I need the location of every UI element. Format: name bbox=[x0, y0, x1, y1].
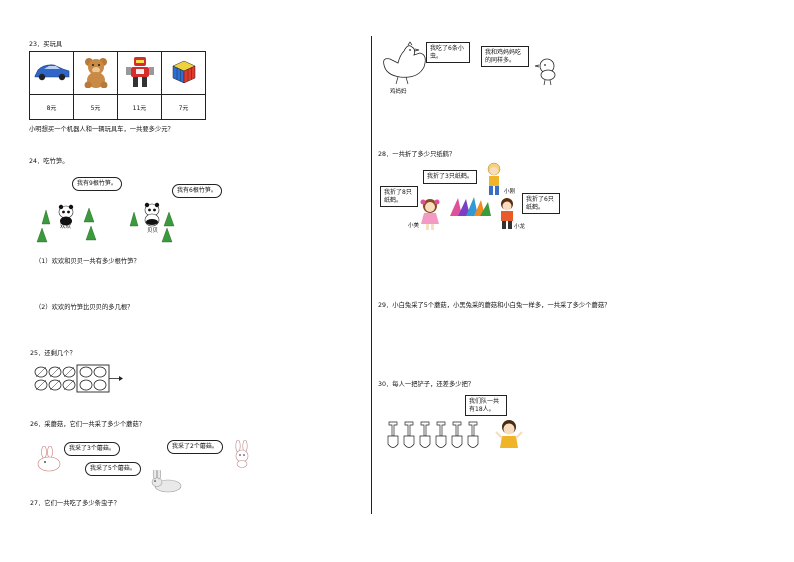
boy-name-right: 小龙 bbox=[514, 224, 526, 230]
q24-bubble-right: 我有6根竹笋。 bbox=[172, 184, 222, 198]
q29-title: 29．小白兔采了5个蘑菇，小黑兔采的蘑菇和小白兔一样多，一共采了多少个蘑菇？ bbox=[378, 302, 611, 309]
shovel-icon bbox=[467, 421, 479, 448]
q28-title: 28．一共折了多少只纸鹤？ bbox=[378, 151, 456, 158]
q26-bubble-2: 我采了2个蘑菇。 bbox=[167, 440, 223, 454]
price-car: 8元 bbox=[29, 94, 74, 120]
robot-icon bbox=[125, 57, 154, 87]
car-icon bbox=[34, 64, 69, 81]
q24-sub1: （1）欢欢和贝贝一共有多少根竹笋？ bbox=[35, 258, 140, 265]
paper-cranes-icon bbox=[450, 197, 491, 216]
panda-name-right: 贝贝 bbox=[147, 228, 159, 234]
panda-bamboo-illustration bbox=[36, 202, 175, 243]
q26-bubble-1: 我采了3个蘑菇。 bbox=[64, 442, 120, 456]
q30-title: 30．每人一把铲子，还差多少把？ bbox=[378, 381, 475, 388]
boy-icon bbox=[495, 420, 523, 448]
boy-icon bbox=[487, 162, 501, 195]
q24-title: 24．吃竹笋。 bbox=[29, 158, 69, 165]
shovel-icon bbox=[435, 421, 447, 448]
q28-bubble-left: 我折了8只纸鹤。 bbox=[380, 186, 418, 207]
toy-cell-robot bbox=[117, 51, 162, 95]
q26-bubble-3: 我采了5个蘑菇。 bbox=[85, 462, 141, 476]
shovel-icon bbox=[387, 421, 399, 448]
price-robot: 11元 bbox=[117, 94, 162, 120]
toy-cell-cube bbox=[161, 51, 206, 95]
q27-bubble-chick: 我和鸡妈妈吃的同样多。 bbox=[481, 46, 529, 67]
price-cube: 7元 bbox=[161, 94, 206, 120]
q24-bubble-left: 我有9根竹笋。 bbox=[72, 177, 122, 191]
q27-title: 27．它们一共吃了多少条虫子？ bbox=[30, 500, 120, 507]
toy-cell-car bbox=[29, 51, 74, 95]
rabbit-icon bbox=[37, 446, 61, 472]
teddy-bear-icon bbox=[84, 58, 107, 89]
hen-icon bbox=[383, 41, 426, 85]
boy-icon bbox=[501, 198, 513, 229]
q26-title: 26．采蘑菇，它们一共采了多少个蘑菇？ bbox=[30, 421, 146, 428]
girl-name: 小美 bbox=[408, 223, 420, 229]
price-bear: 5元 bbox=[73, 94, 118, 120]
q30-bubble: 我们队一共有18人。 bbox=[465, 395, 507, 416]
shovel-icon bbox=[419, 421, 431, 448]
hen-label: 鸡妈妈 bbox=[390, 89, 407, 95]
q27-bubble-hen: 我吃了6条小虫。 bbox=[426, 42, 470, 63]
shovel-icon bbox=[403, 421, 415, 448]
girl-icon bbox=[420, 199, 440, 230]
rabbit-icon bbox=[235, 440, 249, 468]
shovel-icon bbox=[451, 421, 463, 448]
toy-price-table: 8元 5元 11元 7元 bbox=[29, 51, 206, 120]
q25-title: 25．还剩几个？ bbox=[30, 350, 76, 357]
circles-diagram bbox=[34, 364, 123, 393]
rubik-cube-icon bbox=[171, 60, 196, 84]
toy-cell-bear bbox=[73, 51, 118, 95]
q23-title: 23．买玩具 bbox=[29, 41, 63, 48]
q24-sub2: （2）欢欢的竹笋比贝贝的多几根？ bbox=[35, 304, 134, 311]
rabbit-icon bbox=[151, 470, 182, 493]
column-divider bbox=[371, 36, 372, 514]
panda-name-left: 欢欢 bbox=[60, 224, 72, 230]
q28-bubble-right: 我折了6只纸鹤。 bbox=[522, 193, 560, 214]
boy-name-top: 小刚 bbox=[504, 189, 516, 195]
q28-bubble-top: 我折了3只纸鹤。 bbox=[423, 170, 477, 184]
shovels-illustration bbox=[387, 421, 479, 448]
q23-question: 小明想买一个机器人和一辆玩具车，一共要多少元？ bbox=[29, 126, 174, 133]
chick-icon bbox=[534, 58, 556, 86]
